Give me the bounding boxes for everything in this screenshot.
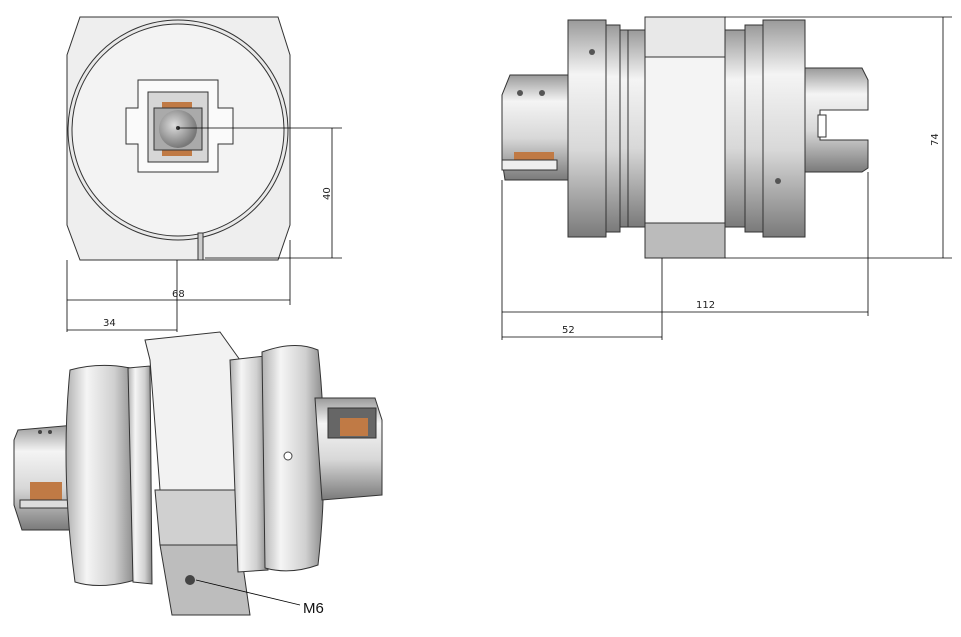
dim-front-width: 68 bbox=[172, 289, 185, 300]
dim-side-offset: 52 bbox=[562, 325, 575, 336]
dim-side-height: 74 bbox=[930, 133, 941, 146]
front-view: 40 68 34 bbox=[66, 16, 342, 332]
side-view: 74 112 52 bbox=[501, 16, 952, 340]
thread-callout-m6: M6 bbox=[303, 600, 324, 617]
iso-view: M6 bbox=[13, 331, 383, 617]
dim-front-half-width: 34 bbox=[103, 318, 116, 329]
dim-side-length: 112 bbox=[696, 300, 715, 311]
dim-front-height: 40 bbox=[322, 187, 333, 200]
